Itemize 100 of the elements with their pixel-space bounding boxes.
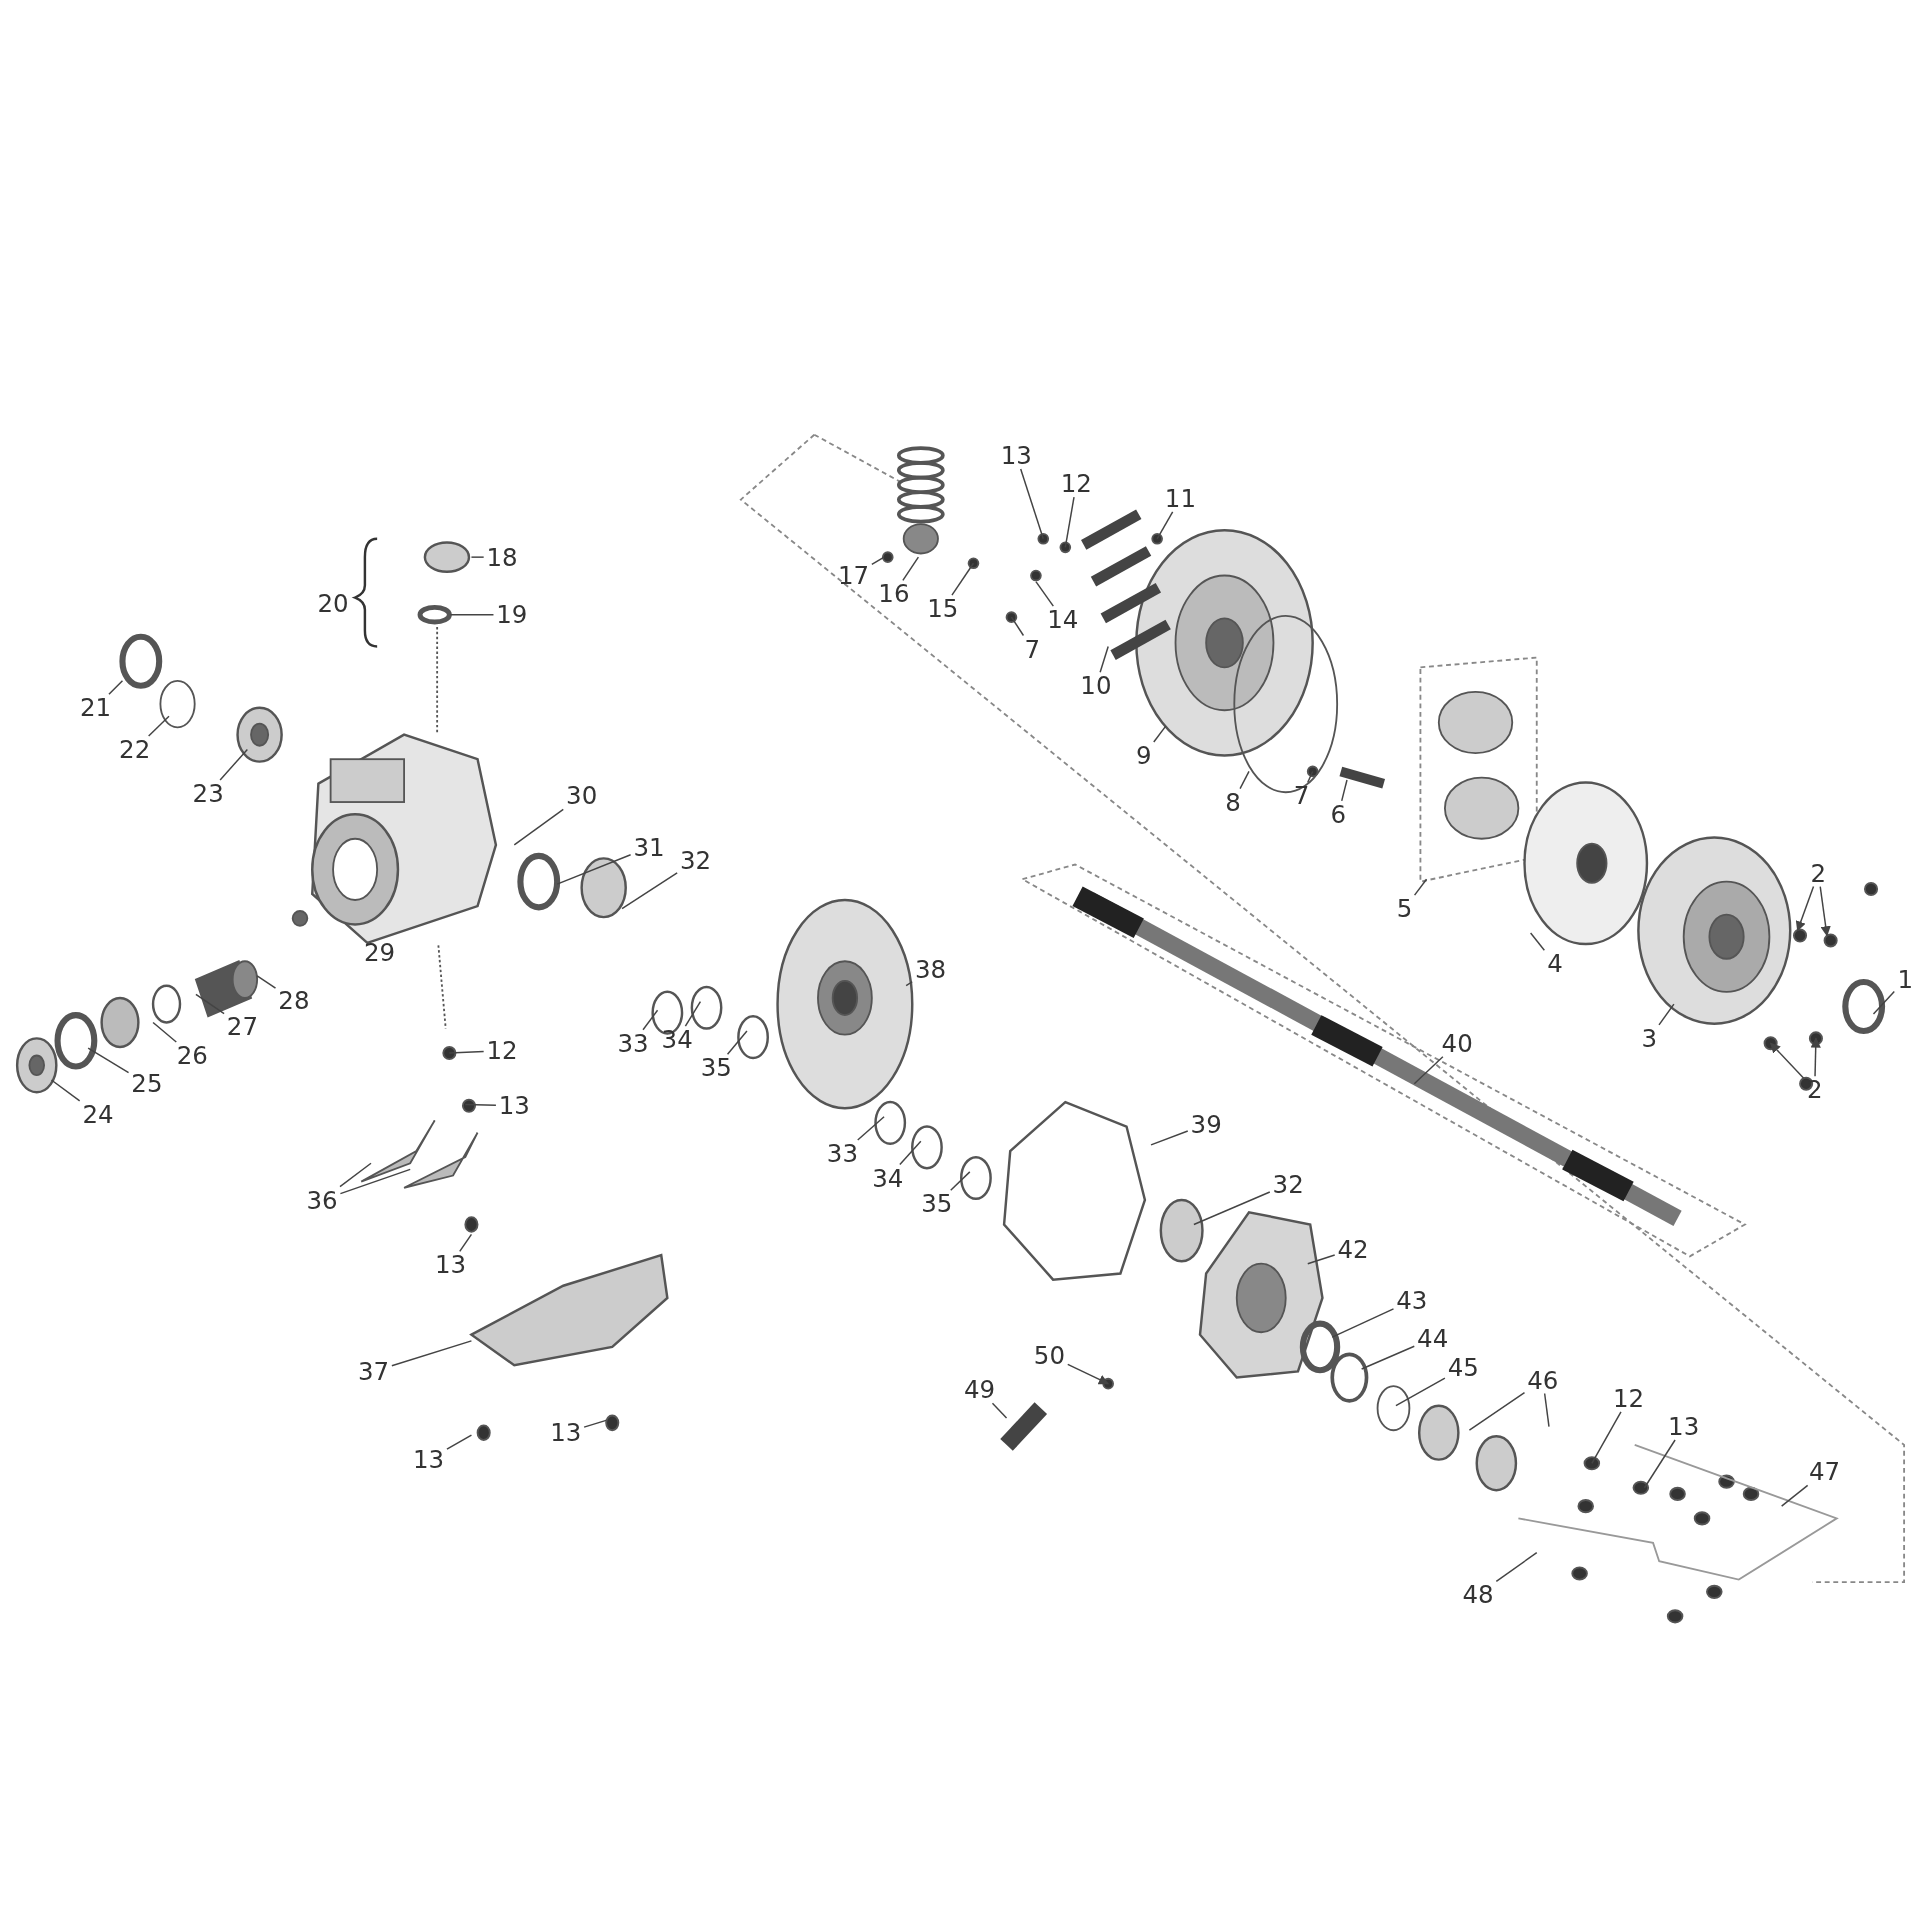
leader-line <box>899 1140 922 1166</box>
leader-line <box>219 748 249 781</box>
callout-number: 7 <box>1024 636 1041 662</box>
callout-number: 30 <box>566 783 598 809</box>
callout-number: 2 <box>1806 1077 1823 1103</box>
leader-line <box>87 1047 130 1074</box>
callout-number: 21 <box>79 695 112 720</box>
callout-number: 26 <box>176 1043 208 1068</box>
leader-line <box>905 981 913 987</box>
callout-number: 20 <box>317 591 349 616</box>
leader-line <box>1413 878 1428 896</box>
callout-number: 11 <box>1164 486 1196 511</box>
callout-number: 14 <box>1047 607 1079 632</box>
leader-line <box>391 1340 473 1367</box>
callout-number: 16 <box>878 581 910 607</box>
leader-line <box>1872 990 1896 1015</box>
leader-line <box>857 1116 885 1141</box>
callout-number: 40 <box>1441 1031 1473 1056</box>
leader-line <box>195 993 225 1015</box>
callout-number: 13 <box>550 1420 582 1445</box>
leader-line <box>556 853 632 885</box>
leader-line <box>50 1079 81 1102</box>
leader-line <box>108 680 124 696</box>
leader-line <box>1658 1003 1675 1026</box>
callout-number: 13 <box>413 1447 445 1472</box>
leader-line <box>256 975 277 989</box>
leader-line <box>1035 580 1055 607</box>
callout-number: 2 <box>1810 860 1827 886</box>
callout-number: 1 <box>1897 967 1914 992</box>
callout-number: 32 <box>1272 1171 1304 1197</box>
callout-number: 44 <box>1417 1326 1449 1351</box>
callout-number: 7 <box>1293 783 1310 809</box>
callout-number: 49 <box>964 1377 996 1403</box>
leader-line <box>1529 932 1546 951</box>
leader-line <box>1331 1308 1395 1338</box>
callout-number: 13 <box>435 1252 467 1278</box>
leader-line <box>1495 1551 1538 1583</box>
leader-line <box>1153 725 1167 743</box>
callout-number: 12 <box>1613 1386 1645 1411</box>
callout-number: 33 <box>617 1031 649 1056</box>
leader-line <box>621 872 678 910</box>
leader-line <box>1099 645 1109 673</box>
callout-number: 13 <box>1668 1414 1700 1439</box>
leader-line <box>1468 1391 1526 1431</box>
arrow <box>1810 1037 1821 1078</box>
arrow <box>1067 1363 1110 1385</box>
leader-line <box>446 1434 473 1450</box>
callout-number: 33 <box>826 1141 859 1166</box>
callout-number: 34 <box>872 1165 904 1191</box>
callout-number: 48 <box>1462 1582 1494 1607</box>
leader-line <box>1780 1484 1809 1507</box>
callout-number: 6 <box>1330 802 1347 827</box>
callout-number: 13 <box>1000 443 1032 468</box>
callout-number: 43 <box>1396 1288 1428 1313</box>
leader-line <box>684 1000 702 1027</box>
callout-number: 47 <box>1808 1459 1841 1485</box>
callout-number: 38 <box>915 957 947 983</box>
leader-line <box>1064 496 1075 549</box>
callout-number: 5 <box>1396 896 1413 921</box>
arrow <box>1769 1042 1805 1079</box>
leader-line <box>1010 616 1025 637</box>
callout-number: 9 <box>1135 743 1152 768</box>
leader-line <box>871 556 885 566</box>
callout-number: 25 <box>131 1071 163 1096</box>
callout-number: 3 <box>1641 1026 1658 1051</box>
callout-number: 28 <box>278 988 310 1013</box>
callout-number: 32 <box>679 848 712 874</box>
leader-line <box>448 1050 485 1054</box>
callout-number: 29 <box>364 940 396 965</box>
leader-line <box>1643 1439 1676 1489</box>
callout-number: 39 <box>1190 1111 1222 1137</box>
callout-number: 35 <box>700 1055 732 1080</box>
leader-line <box>1591 1411 1622 1464</box>
callout-number: 23 <box>192 781 224 806</box>
leader-line <box>902 556 920 582</box>
leader-line <box>459 1233 473 1253</box>
callout-number: 42 <box>1337 1236 1369 1262</box>
callout-number: 27 <box>226 1013 259 1039</box>
leader-line <box>1543 1392 1550 1428</box>
leader-line <box>1306 770 1314 784</box>
callout-number: 45 <box>1447 1355 1479 1380</box>
callout-number: 12 <box>486 1038 518 1063</box>
leader-line <box>449 613 495 616</box>
callout-number: 12 <box>1060 471 1092 496</box>
leader-line <box>642 1009 659 1031</box>
leader-line <box>1156 511 1174 540</box>
leader-line <box>583 1419 607 1428</box>
callout-number: 10 <box>1080 673 1112 698</box>
leader-line <box>951 562 975 596</box>
leader-line <box>1150 1130 1189 1146</box>
callout-number: 13 <box>498 1093 530 1118</box>
callout-number: 18 <box>486 544 518 570</box>
callout-number: 8 <box>1225 789 1241 815</box>
leader-line <box>1360 1345 1416 1370</box>
callout-number: 17 <box>837 563 870 588</box>
leader-line <box>339 1168 411 1195</box>
callout-number: 37 <box>357 1359 390 1384</box>
leader-line <box>1193 1191 1271 1226</box>
callout-number: 35 <box>921 1191 953 1216</box>
leader-line <box>1413 1056 1444 1085</box>
